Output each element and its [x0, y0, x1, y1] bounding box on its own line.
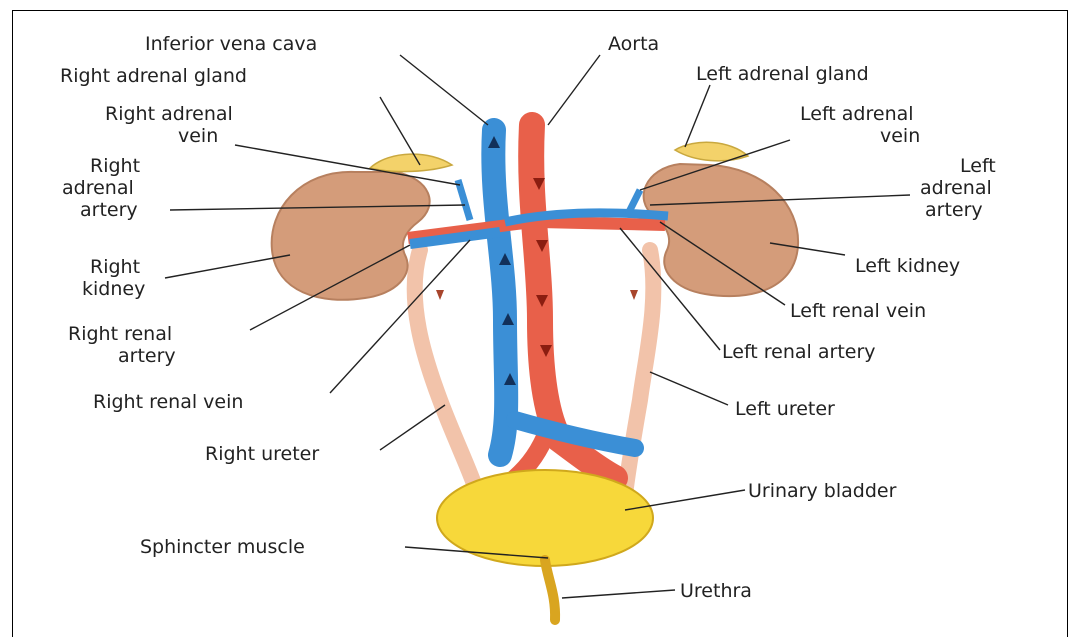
label-right-kidney-line2: kidney — [82, 278, 145, 300]
label-left-adrenal-artery-line1: Left — [960, 155, 996, 177]
label-aorta: Aorta — [608, 33, 659, 55]
label-inferior-vena-cava: Inferior vena cava — [145, 33, 317, 55]
left-ureter-tube — [625, 250, 653, 495]
right-kidney-shape — [272, 172, 430, 300]
label-right-adrenal-vein-line2: vein — [178, 125, 218, 147]
label-left-kidney: Left kidney — [855, 255, 960, 277]
label-right-renal-artery-line1: Right renal — [68, 323, 172, 345]
label-right-adrenal-artery-line2: adrenal — [62, 177, 134, 199]
urethra-tube — [545, 560, 555, 620]
label-left-renal-vein: Left renal vein — [790, 300, 926, 322]
label-left-ureter: Left ureter — [735, 398, 835, 420]
label-left-adrenal-vein-line2: vein — [880, 125, 920, 147]
label-right-adrenal-vein-line1: Right adrenal — [105, 103, 233, 125]
label-right-adrenal-artery-line1: Right — [90, 155, 140, 177]
label-right-renal-vein: Right renal vein — [93, 391, 243, 413]
right-adrenal-gland-shape — [370, 154, 452, 171]
label-urethra: Urethra — [680, 580, 752, 602]
label-sphincter-muscle: Sphincter muscle — [140, 536, 305, 558]
inferior-vena-cava-vessel — [493, 130, 506, 455]
label-right-adrenal-artery-line3: artery — [80, 199, 138, 221]
label-left-adrenal-gland: Left adrenal gland — [696, 63, 869, 85]
left-kidney-shape — [644, 164, 798, 296]
left-renal-artery-vessel — [540, 222, 665, 225]
label-right-adrenal-gland: Right adrenal gland — [60, 65, 247, 87]
label-left-adrenal-artery-line2: adrenal — [920, 177, 992, 199]
label-left-adrenal-artery-line3: artery — [925, 199, 983, 221]
label-right-ureter: Right ureter — [205, 443, 319, 465]
label-left-renal-artery: Left renal artery — [722, 341, 876, 363]
right-adrenal-vein-vessel — [458, 180, 470, 220]
label-right-kidney-line1: Right — [90, 256, 140, 278]
label-right-renal-artery-line2: artery — [118, 345, 176, 367]
label-urinary-bladder: Urinary bladder — [748, 480, 897, 502]
label-left-adrenal-vein-line1: Left adrenal — [800, 103, 914, 125]
right-ureter-tube — [415, 250, 478, 495]
